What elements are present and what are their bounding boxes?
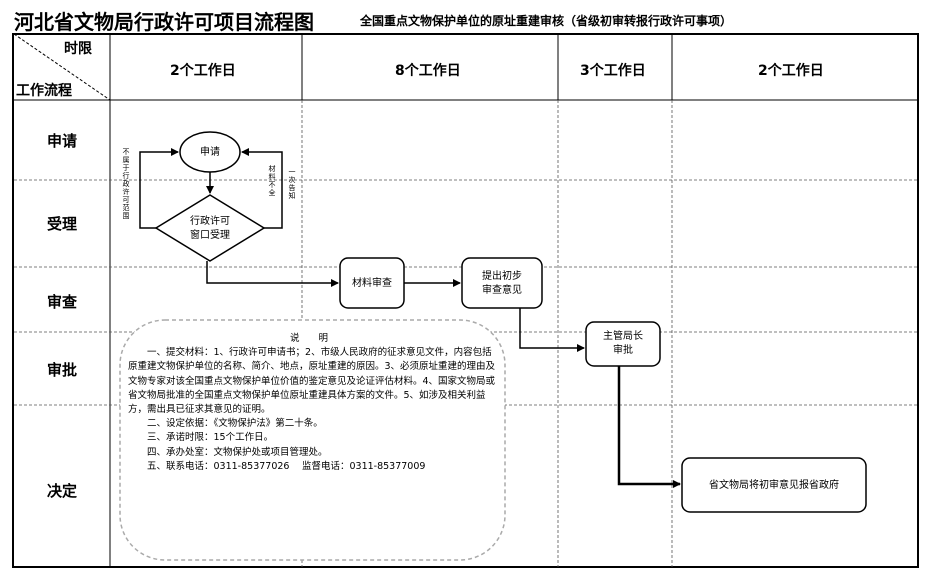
not-in-scope-note: 不属于行政许可范围 [122,148,130,220]
notes-heading: 说 明 [289,333,337,344]
row-label-review: 审查 [46,293,77,311]
notes-item-4: 四、承办处室：文物保护处或项目管理处。 [147,446,328,458]
accept-node-line1: 行政许可 [190,216,230,227]
notes-item-3: 三、承诺时限：15个工作日。 [147,432,274,444]
opinion-node-line1: 提出初步 [482,271,522,282]
apply-node-label: 申请 [200,147,220,158]
flowchart-frame [12,33,919,568]
notes-item-2: 二、设定依据：《文物保护法》第二十条。 [147,418,323,430]
incomplete-note: 材料不全 [268,165,276,197]
approve-node-line2: 审批 [613,345,633,356]
time-column-3: 3个工作日 [580,63,646,79]
approve-box [585,321,661,367]
corner-time-label: 时限 [64,41,92,57]
review-node-label: 材料审查 [352,278,392,289]
arrow-approve-decide [617,366,681,488]
page-subtitle: 全国重点文物保护单位的原址重建审核（省级初审转报行政许可事项） [360,14,733,28]
accept-node-line2: 窗口受理 [190,230,230,241]
corner-process-label: 工作流程 [16,83,72,99]
row-label-accept: 受理 [46,215,77,233]
accept-diamond [154,194,266,262]
notify-once-note: 一次告知 [288,168,296,200]
time-column-4: 2个工作日 [758,63,824,79]
grid-lines [13,33,917,567]
time-column-2: 8个工作日 [395,63,461,79]
decide-box [681,457,867,513]
page-title: 河北省文物局行政许可项目流程图 [14,10,314,34]
opinion-box [461,257,543,309]
notes-text: 说 明 一、提交材料：1、行政许可申请书；2、市级人民政府的征求意见文件，内容包… [128,332,498,474]
row-label-apply: 申请 [46,132,77,150]
arrow-not-in-scope [139,148,179,229]
row-label-decide: 决定 [46,482,77,500]
arrow-incomplete [241,148,283,229]
decide-node-label: 省文物局将初审意见报省政府 [709,480,839,491]
notes-item-1: 一、提交材料：1、行政许可申请书；2、市级人民政府的征求意见文件，内容包括原重建… [128,347,496,416]
row-label-approve: 审批 [46,361,77,379]
time-column-1: 2个工作日 [170,63,236,79]
approve-node-line1: 主管局长 [603,331,643,342]
notes-item-5: 五、联系电话：0311-85377026 监督电话：0311-85377009 [147,460,426,472]
opinion-node-line2: 审查意见 [482,285,522,296]
arrow-accept-review [206,261,339,287]
arrow-opinion-approve [519,308,585,352]
notes-box [119,319,506,561]
